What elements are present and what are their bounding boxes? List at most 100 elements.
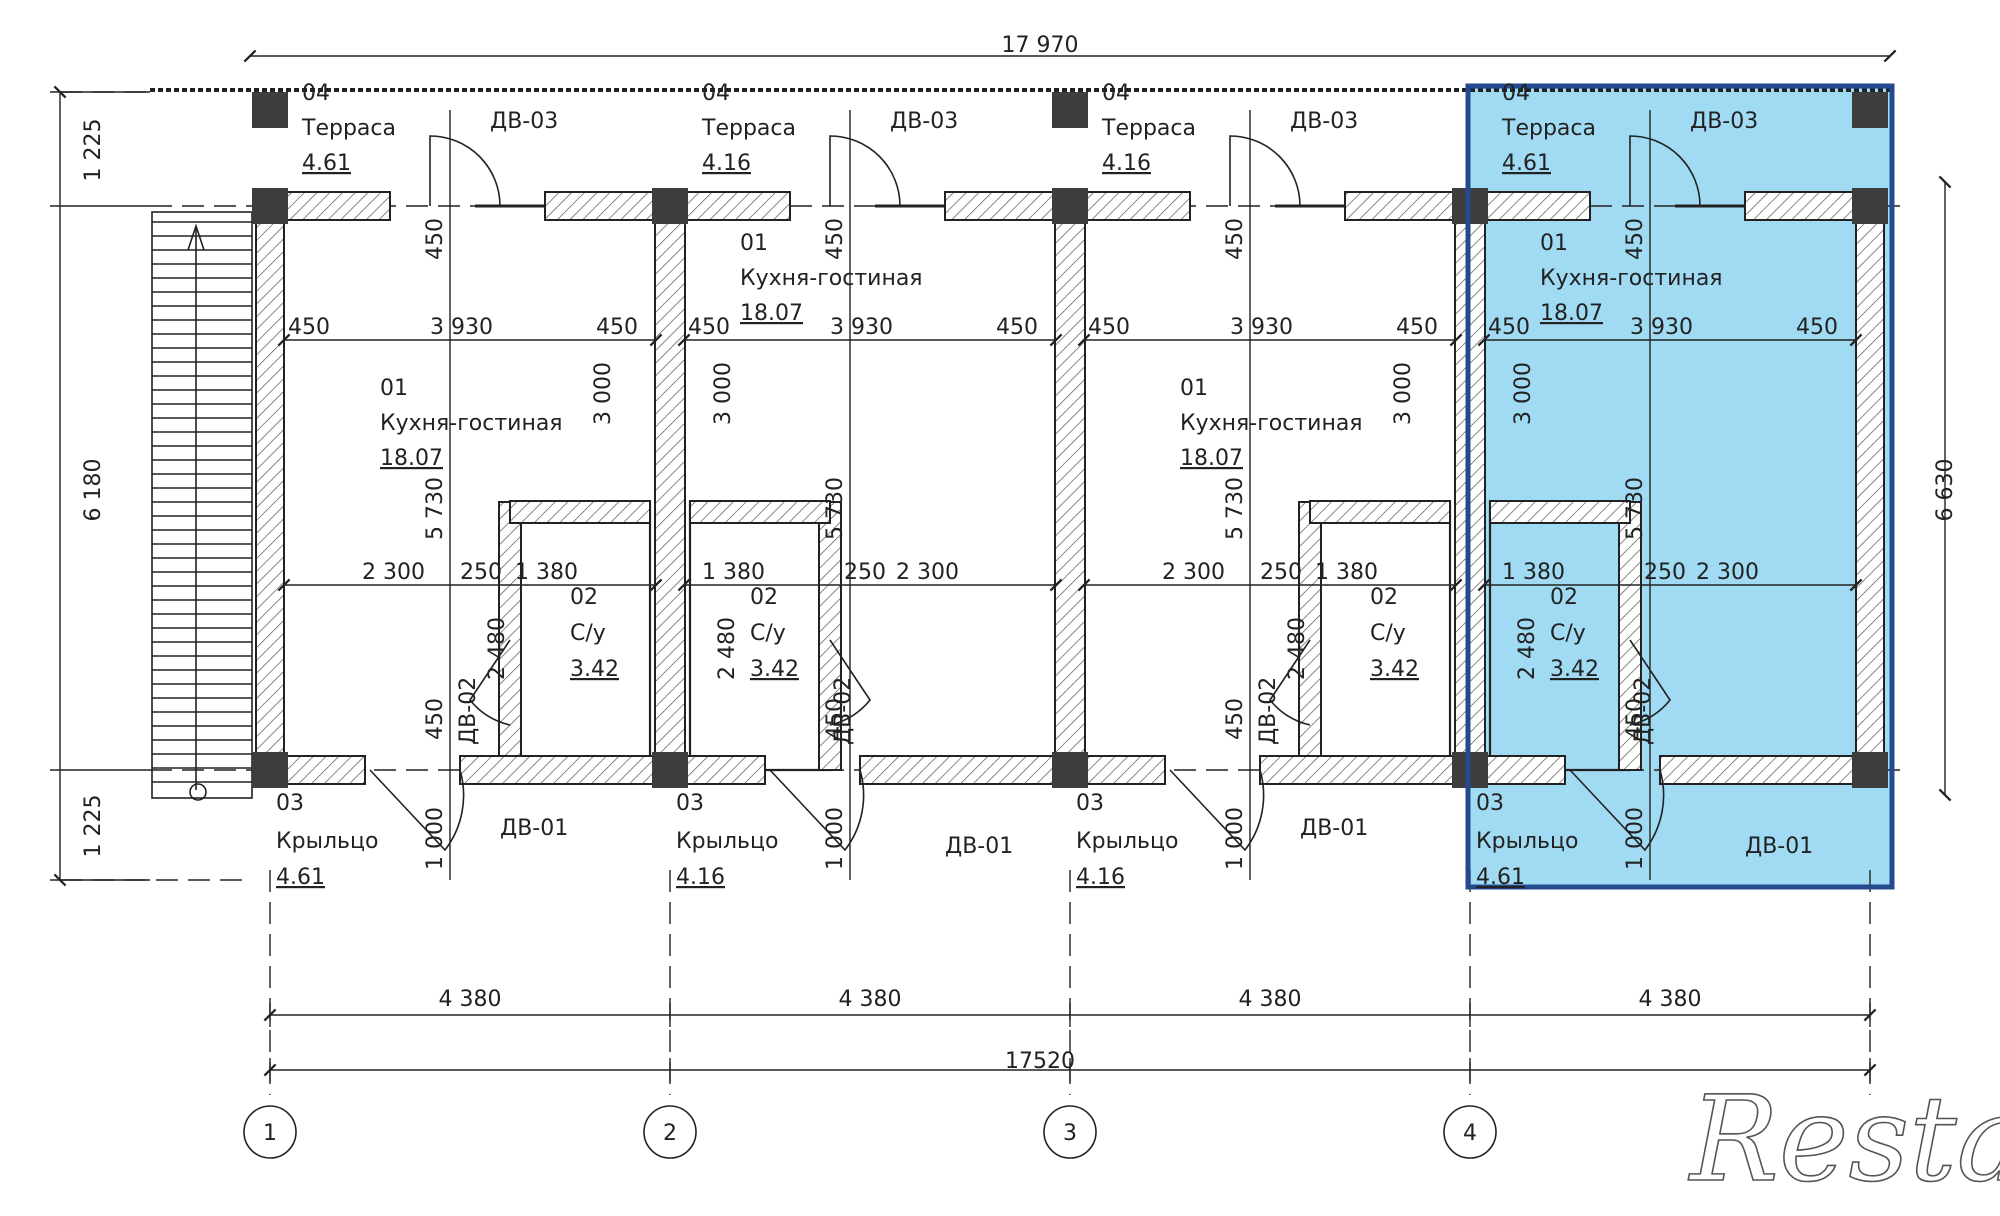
door-tag-porch-4: ДВ-01 xyxy=(1745,834,1813,859)
bath-door-swing-2 xyxy=(829,639,871,726)
dim-overall-top: 17 970 xyxy=(1002,33,1079,58)
column-3-2 xyxy=(1052,752,1088,788)
column-5-2 xyxy=(1852,752,1888,788)
dim-side-right-2: 450 xyxy=(996,315,1038,340)
dim-left-top: 1 225 xyxy=(81,119,106,182)
door-tag-terrace-2: ДВ-03 xyxy=(890,109,958,134)
porch-door-swing-4 xyxy=(1569,769,1665,852)
living-area-2: 18.07 xyxy=(740,301,803,326)
bath-number-4: 02 xyxy=(1550,585,1578,610)
dim-bath-w-1: 1 380 xyxy=(515,560,578,585)
dim-bath-depth-3: 2 480 xyxy=(1285,617,1310,680)
dim-lower-side-4: 450 xyxy=(1623,698,1648,740)
dim-room-depth-1: 5 730 xyxy=(423,477,448,540)
column-1-2 xyxy=(252,752,288,788)
bath-area-1: 3.42 xyxy=(570,657,619,682)
dim-upper-side-2: 450 xyxy=(823,218,848,260)
porch-name-4: Крыльцо xyxy=(1476,829,1578,854)
bath-area-2: 3.42 xyxy=(750,657,799,682)
dim-left-bottom: 1 225 xyxy=(81,795,106,858)
dim-room-span-1: 3 930 xyxy=(430,315,493,340)
dim-door-h-2: 1 000 xyxy=(823,807,848,870)
terrace-name-4: Терраса xyxy=(1501,116,1596,141)
column-3-3 xyxy=(1052,92,1088,128)
walls xyxy=(255,191,1885,785)
porch-area-2: 4.16 xyxy=(676,865,725,890)
axis-wall-2 xyxy=(654,205,686,771)
terrace-door-swing-2 xyxy=(829,135,901,207)
dim-side-left-1: 450 xyxy=(288,315,330,340)
bath-area-4: 3.42 xyxy=(1550,657,1599,682)
bath-name-2: С/у xyxy=(750,621,786,646)
unit-4-highlight-border xyxy=(1465,83,1895,890)
dim-room-span-3: 3 930 xyxy=(1230,315,1293,340)
door-tag-terrace-1: ДВ-03 xyxy=(490,109,558,134)
dim-bay-4: 4 380 xyxy=(1639,987,1702,1012)
living-name-2: Кухня-гостиная xyxy=(740,266,923,291)
terrace-number-2: 04 xyxy=(702,81,730,106)
bath-number-1: 02 xyxy=(570,585,598,610)
wall-top-right-1 xyxy=(544,191,656,221)
door-tag-bath-3: ДВ-02 xyxy=(1256,677,1281,745)
dimension-lines xyxy=(50,49,1952,1082)
dim-left-middle: 6 180 xyxy=(81,459,106,522)
dim-kitchen-w-1: 2 300 xyxy=(362,560,425,585)
axis-wall-1 xyxy=(255,205,285,771)
terrace-name-2: Терраса xyxy=(701,116,796,141)
dim-bath-depth-1: 2 480 xyxy=(485,617,510,680)
dim-upper-side-1: 450 xyxy=(423,218,448,260)
bath-door-swing-3 xyxy=(1269,639,1311,726)
columns xyxy=(252,92,1888,788)
terrace-name-1: Терраса xyxy=(301,116,396,141)
bath-wall-top-4 xyxy=(1489,500,1631,524)
bath-door-swing-1 xyxy=(469,639,511,726)
porch-door-swing-1 xyxy=(369,769,465,852)
terrace-area-1: 4.61 xyxy=(302,151,351,176)
wall-top-left-3 xyxy=(1083,191,1191,221)
dim-bay-1: 4 380 xyxy=(439,987,502,1012)
dim-kitchen-w-3: 2 300 xyxy=(1162,560,1225,585)
dim-side-right-1: 450 xyxy=(596,315,638,340)
dim-side-right-4: 450 xyxy=(1796,315,1838,340)
wall-top-right-2 xyxy=(944,191,1056,221)
dim-bath-w-2: 1 380 xyxy=(702,560,765,585)
bath-name-3: С/у xyxy=(1370,621,1406,646)
column-1-1 xyxy=(252,188,288,224)
dim-side-left-4: 450 xyxy=(1488,315,1530,340)
wall-bottom-right-3 xyxy=(1259,755,1456,785)
dim-room-depth-2: 5 730 xyxy=(823,477,848,540)
porch-area-3: 4.16 xyxy=(1076,865,1125,890)
door-tag-bath-2: ДВ-02 xyxy=(831,677,856,745)
dim-upper-depth-1: 3 000 xyxy=(591,362,616,425)
wall-top-right-4 xyxy=(1744,191,1856,221)
dim-upper-side-4: 450 xyxy=(1623,218,1648,260)
wall-bottom-left-2 xyxy=(683,755,766,785)
terrace-door-swing-1 xyxy=(429,135,501,207)
terrace-name-3: Терраса xyxy=(1101,116,1196,141)
living-number-2: 01 xyxy=(740,231,768,256)
dim-room-depth-4: 5 730 xyxy=(1623,477,1648,540)
stair xyxy=(151,211,253,801)
dim-overall-bottom: 17520 xyxy=(1005,1049,1075,1074)
dim-bath-depth-2: 2 480 xyxy=(715,617,740,680)
living-area-3: 18.07 xyxy=(1180,446,1243,471)
porch-number-1: 03 xyxy=(276,791,304,816)
column-3-1 xyxy=(1052,188,1088,224)
dim-bath-w-3: 1 380 xyxy=(1315,560,1378,585)
door-tag-bath-4: ДВ-02 xyxy=(1631,677,1656,745)
door-tag-bath-1: ДВ-02 xyxy=(456,677,481,745)
door-tag-terrace-3: ДВ-03 xyxy=(1290,109,1358,134)
axis-label-2: 2 xyxy=(663,1121,677,1146)
porch-door-swing-3 xyxy=(1169,769,1265,852)
bath-wall-top-2 xyxy=(689,500,831,524)
bath-wall-top-1 xyxy=(509,500,651,524)
dim-wall-4: 250 xyxy=(1644,560,1686,585)
bath-wall-top-3 xyxy=(1309,500,1451,524)
door-tag-porch-3: ДВ-01 xyxy=(1300,816,1368,841)
wall-top-left-2 xyxy=(683,191,791,221)
porch-name-1: Крыльцо xyxy=(276,829,378,854)
column-5-1 xyxy=(1852,188,1888,224)
living-area-4: 18.07 xyxy=(1540,301,1603,326)
column-5-3 xyxy=(1852,92,1888,128)
